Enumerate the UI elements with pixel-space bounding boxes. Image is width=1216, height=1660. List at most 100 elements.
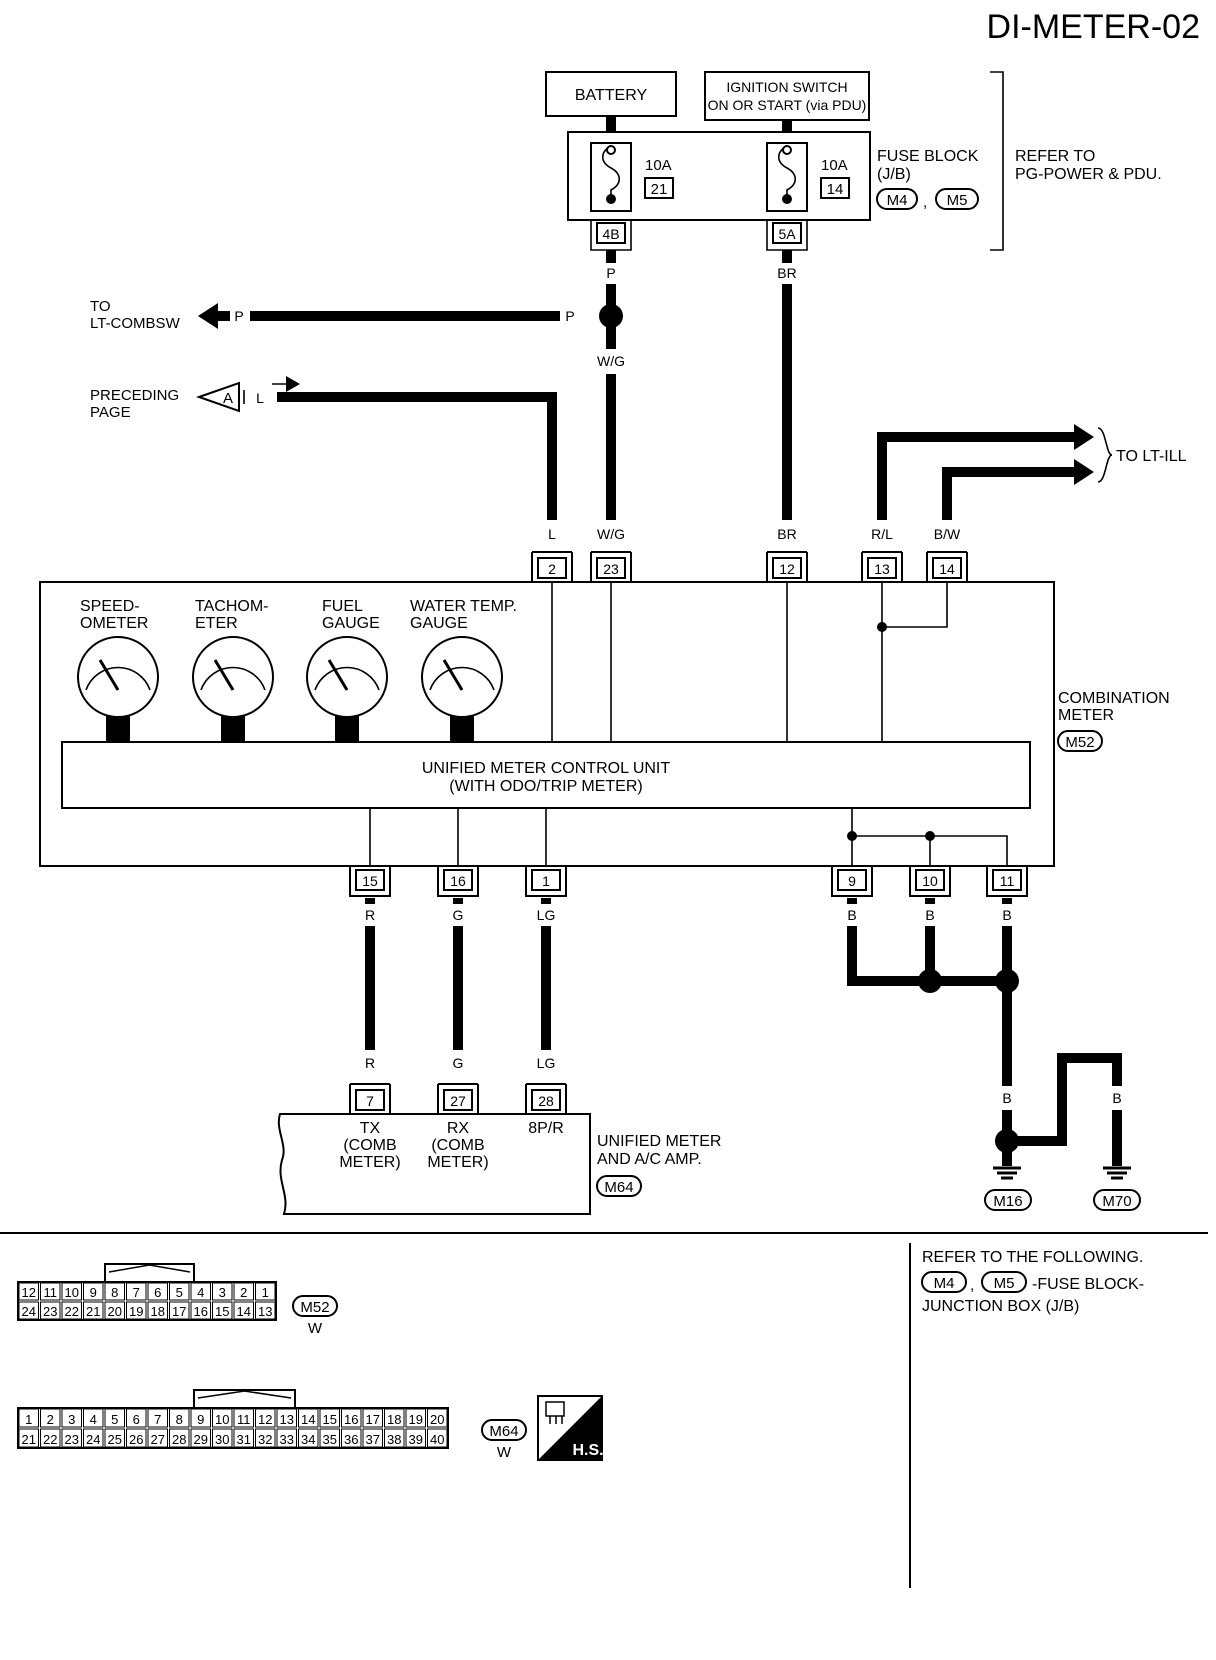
face-m64-color: W <box>497 1444 512 1461</box>
wire-l <box>277 392 557 520</box>
ignition-switch-box <box>704 71 870 121</box>
m64-pin-20: 20 <box>430 1412 444 1427</box>
m64-pin-22: 22 <box>43 1432 57 1447</box>
amp-8pr: 8P/R <box>528 1120 564 1137</box>
ground-symbol-m16 <box>993 1166 1021 1180</box>
refer-junction-box: JUNCTION BOX (J/B) <box>922 1298 1079 1315</box>
m52-pin-19: 19 <box>129 1304 143 1319</box>
amp-terminal-7-label: 7 <box>366 1093 374 1109</box>
amp-terminal-28-label: 28 <box>538 1093 554 1109</box>
gauge-tachometer-label-1: TACHOM- <box>195 598 268 615</box>
wire-r-label: R <box>365 907 375 923</box>
preceding-page-marker <box>195 381 240 413</box>
m64-pin-34: 34 <box>301 1432 315 1447</box>
combination-meter-conn-oval <box>1057 730 1103 752</box>
wire-rl-label: R/L <box>1029 429 1051 445</box>
wire-r-label-2: R <box>365 1055 375 1071</box>
m64-pin-11: 11 <box>237 1412 251 1427</box>
wire-b9-label: B <box>847 907 856 923</box>
m52-pin-2: 2 <box>240 1285 247 1300</box>
m64-pin-1: 1 <box>25 1412 32 1427</box>
preceding-label-1: PRECEDING <box>90 387 179 404</box>
ignition-label-1: IGNITION SWITCH <box>726 79 847 95</box>
splice-ground-2 <box>995 969 1019 993</box>
arrow-bw-tail <box>1064 467 1076 477</box>
fuse-conn-b-oval <box>935 188 979 210</box>
wire-b11-label: B <box>1002 907 1011 923</box>
meter-terminal-12-label: 12 <box>779 561 795 577</box>
connector-4b <box>590 220 632 251</box>
m64-pin-27: 27 <box>151 1432 165 1447</box>
m52-pin-4: 4 <box>197 1285 204 1300</box>
m64-pin-16: 16 <box>344 1412 358 1427</box>
page-code: DI-METER-02 <box>987 8 1200 46</box>
m64-pin-6: 6 <box>133 1412 140 1427</box>
wire-l-label-2: L <box>548 526 556 542</box>
arrow-lt-combsw <box>198 303 218 329</box>
wire-bw-label: B/W <box>1027 464 1054 480</box>
meter-terminal-13-label: 13 <box>874 561 890 577</box>
meter-terminal-23: 23 <box>590 551 632 582</box>
gauge-water-temp-label-2: GAUGE <box>410 615 468 632</box>
m64-pin-19: 19 <box>409 1412 423 1427</box>
gauge-speedometer-label-1: SPEED- <box>80 598 140 615</box>
unified-meter-amp <box>277 1113 591 1215</box>
meter-terminal-14: 14 <box>926 551 968 582</box>
m64-pin-12: 12 <box>258 1412 272 1427</box>
wire-bw-label-2: B/W <box>934 526 961 542</box>
internal-splice-g1 <box>847 831 857 841</box>
amp-label-1: UNIFIED METER <box>597 1133 721 1150</box>
meter-terminal-11-label: 11 <box>1000 873 1015 889</box>
preceding-label-2: PAGE <box>90 404 131 421</box>
gauge-speedometer <box>77 636 159 744</box>
control-unit-label-2: (WITH ODO/TRIP METER) <box>449 778 642 795</box>
fuse2-number: 14 <box>827 181 844 198</box>
m64-pin-30: 30 <box>215 1432 229 1447</box>
ground-m16-oval <box>984 1189 1032 1211</box>
lt-combsw-label-1: TO <box>90 298 111 315</box>
m52-pin-22: 22 <box>65 1304 79 1319</box>
lt-ill-brace <box>1097 427 1113 483</box>
amp-conn: M64 <box>604 1179 633 1196</box>
amp-rx-2: (COMB <box>431 1137 484 1154</box>
connector-5a-label: 5A <box>778 226 796 242</box>
refer-suffix: -FUSE BLOCK- <box>1032 1276 1144 1293</box>
face-m52-oval <box>292 1295 338 1317</box>
gauge-speedometer-label-2: OMETER <box>80 615 148 632</box>
amp-top-connectors: 7 27 28 <box>349 1083 567 1114</box>
wire-l-label: L <box>256 390 264 406</box>
arrow-lt-combsw-tail <box>216 311 230 321</box>
battery-box <box>545 71 677 117</box>
hs-badge-label: H.S. <box>572 1442 603 1459</box>
m52-pin-23: 23 <box>43 1304 57 1319</box>
combination-meter-label-2: METER <box>1058 707 1114 724</box>
ignition-label-2: ON OR START (via PDU) <box>708 97 867 113</box>
wire-b-m70 <box>1007 1053 1122 1146</box>
fuse1-number: 21 <box>651 181 668 198</box>
amp-terminal-27-label: 27 <box>450 1093 466 1109</box>
amp-tx-1: TX <box>360 1120 381 1137</box>
m64-pin-17: 17 <box>366 1412 380 1427</box>
wire-br-label-2: BR <box>777 526 796 542</box>
arrow-rl-tail <box>1064 432 1076 442</box>
meter-terminal-1-label: 1 <box>542 873 550 889</box>
m52-pin-1: 1 <box>262 1285 269 1300</box>
fuse-conn-b: M5 <box>947 192 968 209</box>
m64-pin-13: 13 <box>280 1412 294 1427</box>
refer-label-1: REFER TO <box>1015 148 1095 165</box>
m52-pin-20: 20 <box>108 1304 122 1319</box>
wire-b-label-m16: B <box>1002 1090 1011 1106</box>
wire-p-label-3: P <box>234 308 243 324</box>
flow-arrow-head <box>286 376 300 392</box>
meter-terminal-15-label: 15 <box>362 873 378 889</box>
fuse-block-jb: (J/B) <box>877 166 911 183</box>
m52-pin-24: 24 <box>22 1304 36 1319</box>
m64-pin-4: 4 <box>90 1412 97 1427</box>
wire-lg-label: LG <box>537 907 556 923</box>
m64-pin-25: 25 <box>108 1432 122 1447</box>
lt-ill-label: TO LT-ILL <box>1116 448 1187 465</box>
face-m52-color: W <box>308 1320 323 1337</box>
ground-symbol-m70 <box>1103 1166 1131 1180</box>
